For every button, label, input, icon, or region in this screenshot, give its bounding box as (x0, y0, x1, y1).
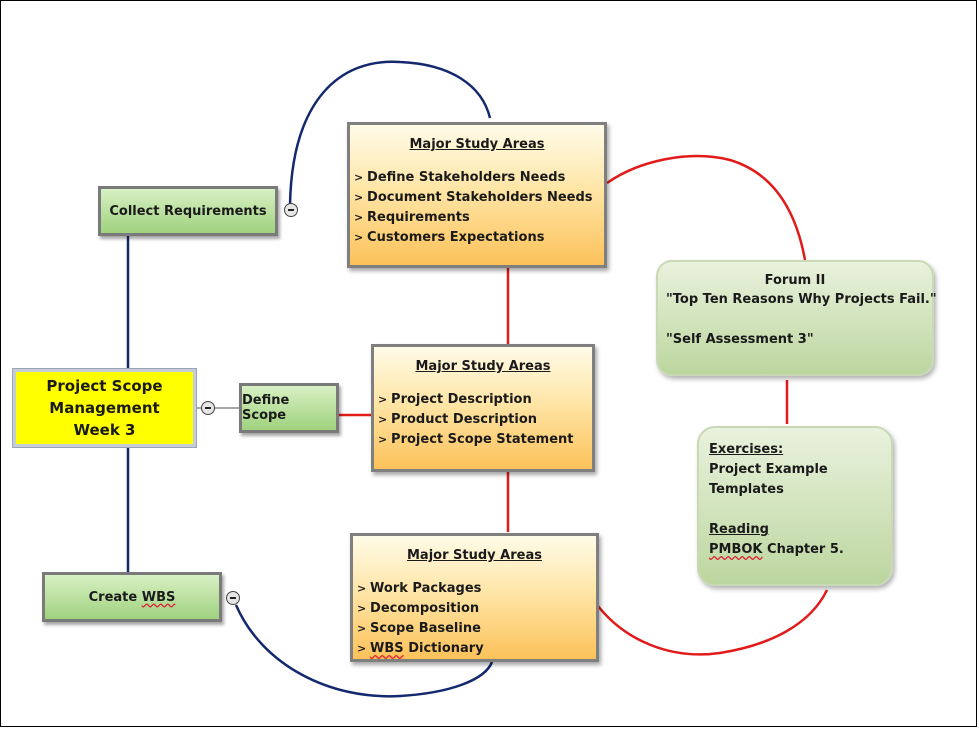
study-areas-list: Work Packages Decomposition Scope Baseli… (353, 579, 596, 659)
study-item: Decomposition (357, 599, 596, 619)
forum-note[interactable]: Forum II "Top Ten Reasons Why Projects F… (656, 260, 937, 376)
study-areas-define-scope[interactable]: Major Study Areas Project Description Pr… (371, 344, 595, 472)
study-item: Requirements (354, 208, 604, 228)
collapse-collect-requirements-icon[interactable] (284, 203, 298, 217)
reading-rest: Chapter 5. (762, 542, 844, 557)
connector-study1-forum (606, 154, 807, 261)
forum-title: Forum II (764, 273, 826, 288)
exercises-note[interactable]: Exercises: Project Example Templates Rea… (697, 426, 893, 586)
study-item: Project Description (378, 390, 592, 410)
study-item: Product Description (378, 410, 592, 430)
forum-assessment: "Self Assessment 3" (666, 332, 814, 347)
exercises-line-2: Templates (709, 482, 784, 497)
branch-define-scope-label: Define Scope (242, 393, 290, 423)
root-line-1: Project Scope (46, 377, 163, 395)
study-item-wbs-dictionary: WBS Dictionary (357, 639, 596, 659)
study-areas-title: Major Study Areas (409, 137, 545, 152)
study-item: Customers Expectations (354, 228, 604, 248)
branch-collect-requirements[interactable]: Collect Requirements (98, 186, 278, 236)
study-item: Document Stakeholders Needs (354, 188, 604, 208)
study-item: Define Stakeholders Needs (354, 168, 604, 188)
root-topic-text: Project Scope Management Week 3 (46, 375, 162, 441)
study-areas-create-wbs[interactable]: Major Study Areas Work Packages Decompos… (350, 533, 599, 662)
connector-study3-exercises (597, 589, 829, 656)
connector-wbs-study3 (234, 604, 494, 698)
branch-define-scope[interactable]: Define Scope (239, 383, 339, 433)
reading-marked: PMBOK (709, 542, 763, 557)
branch-collect-requirements-label: Collect Requirements (109, 203, 267, 219)
root-line-3: Week 3 (73, 421, 136, 439)
connector-collect-study1 (288, 60, 492, 206)
study-item: Work Packages (357, 579, 596, 599)
collapse-define-scope-icon[interactable] (201, 401, 215, 415)
exercises-line-1: Project Example (709, 462, 828, 477)
study-areas-title: Major Study Areas (407, 548, 542, 563)
study-areas-list: Project Description Product Description … (374, 390, 592, 450)
study-areas-collect-requirements[interactable]: Major Study Areas Define Stakeholders Ne… (347, 122, 607, 268)
reading-text: PMBOK Chapter 5. (709, 540, 881, 560)
study-item: Scope Baseline (357, 619, 596, 639)
create-wbs-marked: WBS (141, 589, 176, 605)
root-line-2: Management (49, 399, 160, 417)
study-areas-title: Major Study Areas (415, 359, 551, 374)
study-item: Project Scope Statement (378, 430, 592, 450)
forum-quote: "Top Ten Reasons Why Projects Fail." (666, 292, 937, 307)
collapse-create-wbs-icon[interactable] (226, 591, 240, 605)
wbs-dictionary-rest: Dictionary (403, 641, 484, 656)
exercises-heading: Exercises: (709, 442, 784, 457)
reading-heading: Reading (709, 522, 769, 537)
create-wbs-prefix: Create (88, 589, 142, 605)
branch-create-wbs[interactable]: Create WBS (42, 572, 222, 622)
study-areas-list: Define Stakeholders Needs Document Stake… (350, 168, 604, 248)
branch-create-wbs-label: Create WBS (89, 590, 176, 605)
wbs-marked: WBS (370, 641, 404, 656)
root-topic-project-scope-management[interactable]: Project Scope Management Week 3 (12, 368, 197, 448)
